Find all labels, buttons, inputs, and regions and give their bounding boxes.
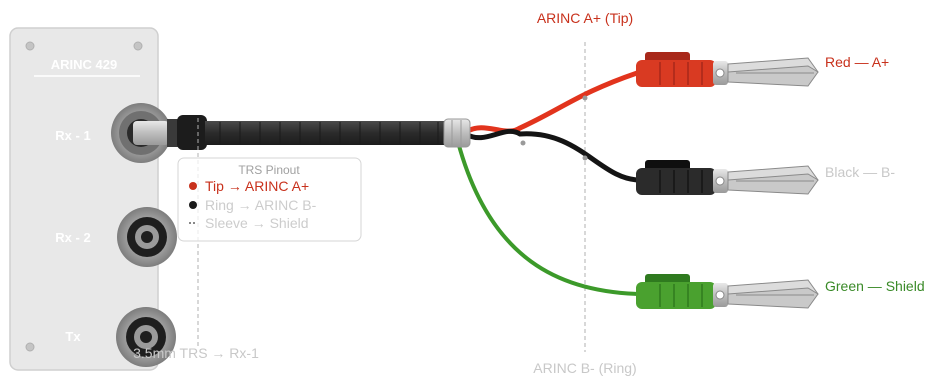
pinout-legend: TRS Pinout Tip → ARINC A+ Ring → ARINC B… bbox=[177, 157, 362, 242]
main-cable bbox=[205, 121, 447, 145]
red-wire bbox=[463, 69, 643, 135]
pinout-row-tip: Tip → ARINC A+ bbox=[205, 178, 309, 194]
green-wire bbox=[456, 140, 642, 296]
port-label-rx1: Rx - 1 bbox=[55, 128, 90, 143]
black-clip[interactable] bbox=[636, 160, 819, 195]
arinc-panel: ARINC 429 Rx - 1 Rx - 2 Tx bbox=[9, 27, 177, 371]
port-label-rx2: Rx - 2 bbox=[55, 230, 90, 245]
tip-dot-icon bbox=[189, 182, 197, 190]
wires bbox=[456, 69, 643, 296]
pinout-row-sleeve: Sleeve → Shield bbox=[205, 215, 309, 231]
red-lead-label: Red — A+ bbox=[825, 54, 889, 70]
red-clip[interactable] bbox=[636, 52, 819, 87]
pinout-row-ring: Ring → ARINC B- bbox=[205, 197, 317, 213]
ring-dot-icon bbox=[189, 201, 197, 209]
plug-callout: 3.5mm TRS → Rx-1 bbox=[133, 345, 259, 361]
ring-callout: ARINC B- (Ring) bbox=[533, 360, 636, 376]
panel-screw-icon bbox=[25, 342, 35, 352]
black-wire bbox=[463, 128, 643, 183]
port-label-tx: Tx bbox=[65, 329, 81, 344]
black-lead-label: Black — B- bbox=[825, 164, 895, 180]
breakout-collar bbox=[443, 118, 471, 148]
green-lead-label: Green — Shield bbox=[825, 278, 925, 294]
panel-title: ARINC 429 bbox=[51, 57, 117, 72]
panel-screw-icon bbox=[133, 41, 143, 51]
pinout-title: TRS Pinout bbox=[238, 163, 300, 177]
tip-callout: ARINC A+ (Tip) bbox=[537, 10, 633, 26]
green-clip[interactable] bbox=[636, 274, 819, 309]
panel-screw-icon bbox=[25, 41, 35, 51]
trs-plug[interactable] bbox=[133, 115, 207, 150]
jack-rx2[interactable] bbox=[117, 207, 177, 267]
jack-tx[interactable] bbox=[116, 307, 176, 367]
